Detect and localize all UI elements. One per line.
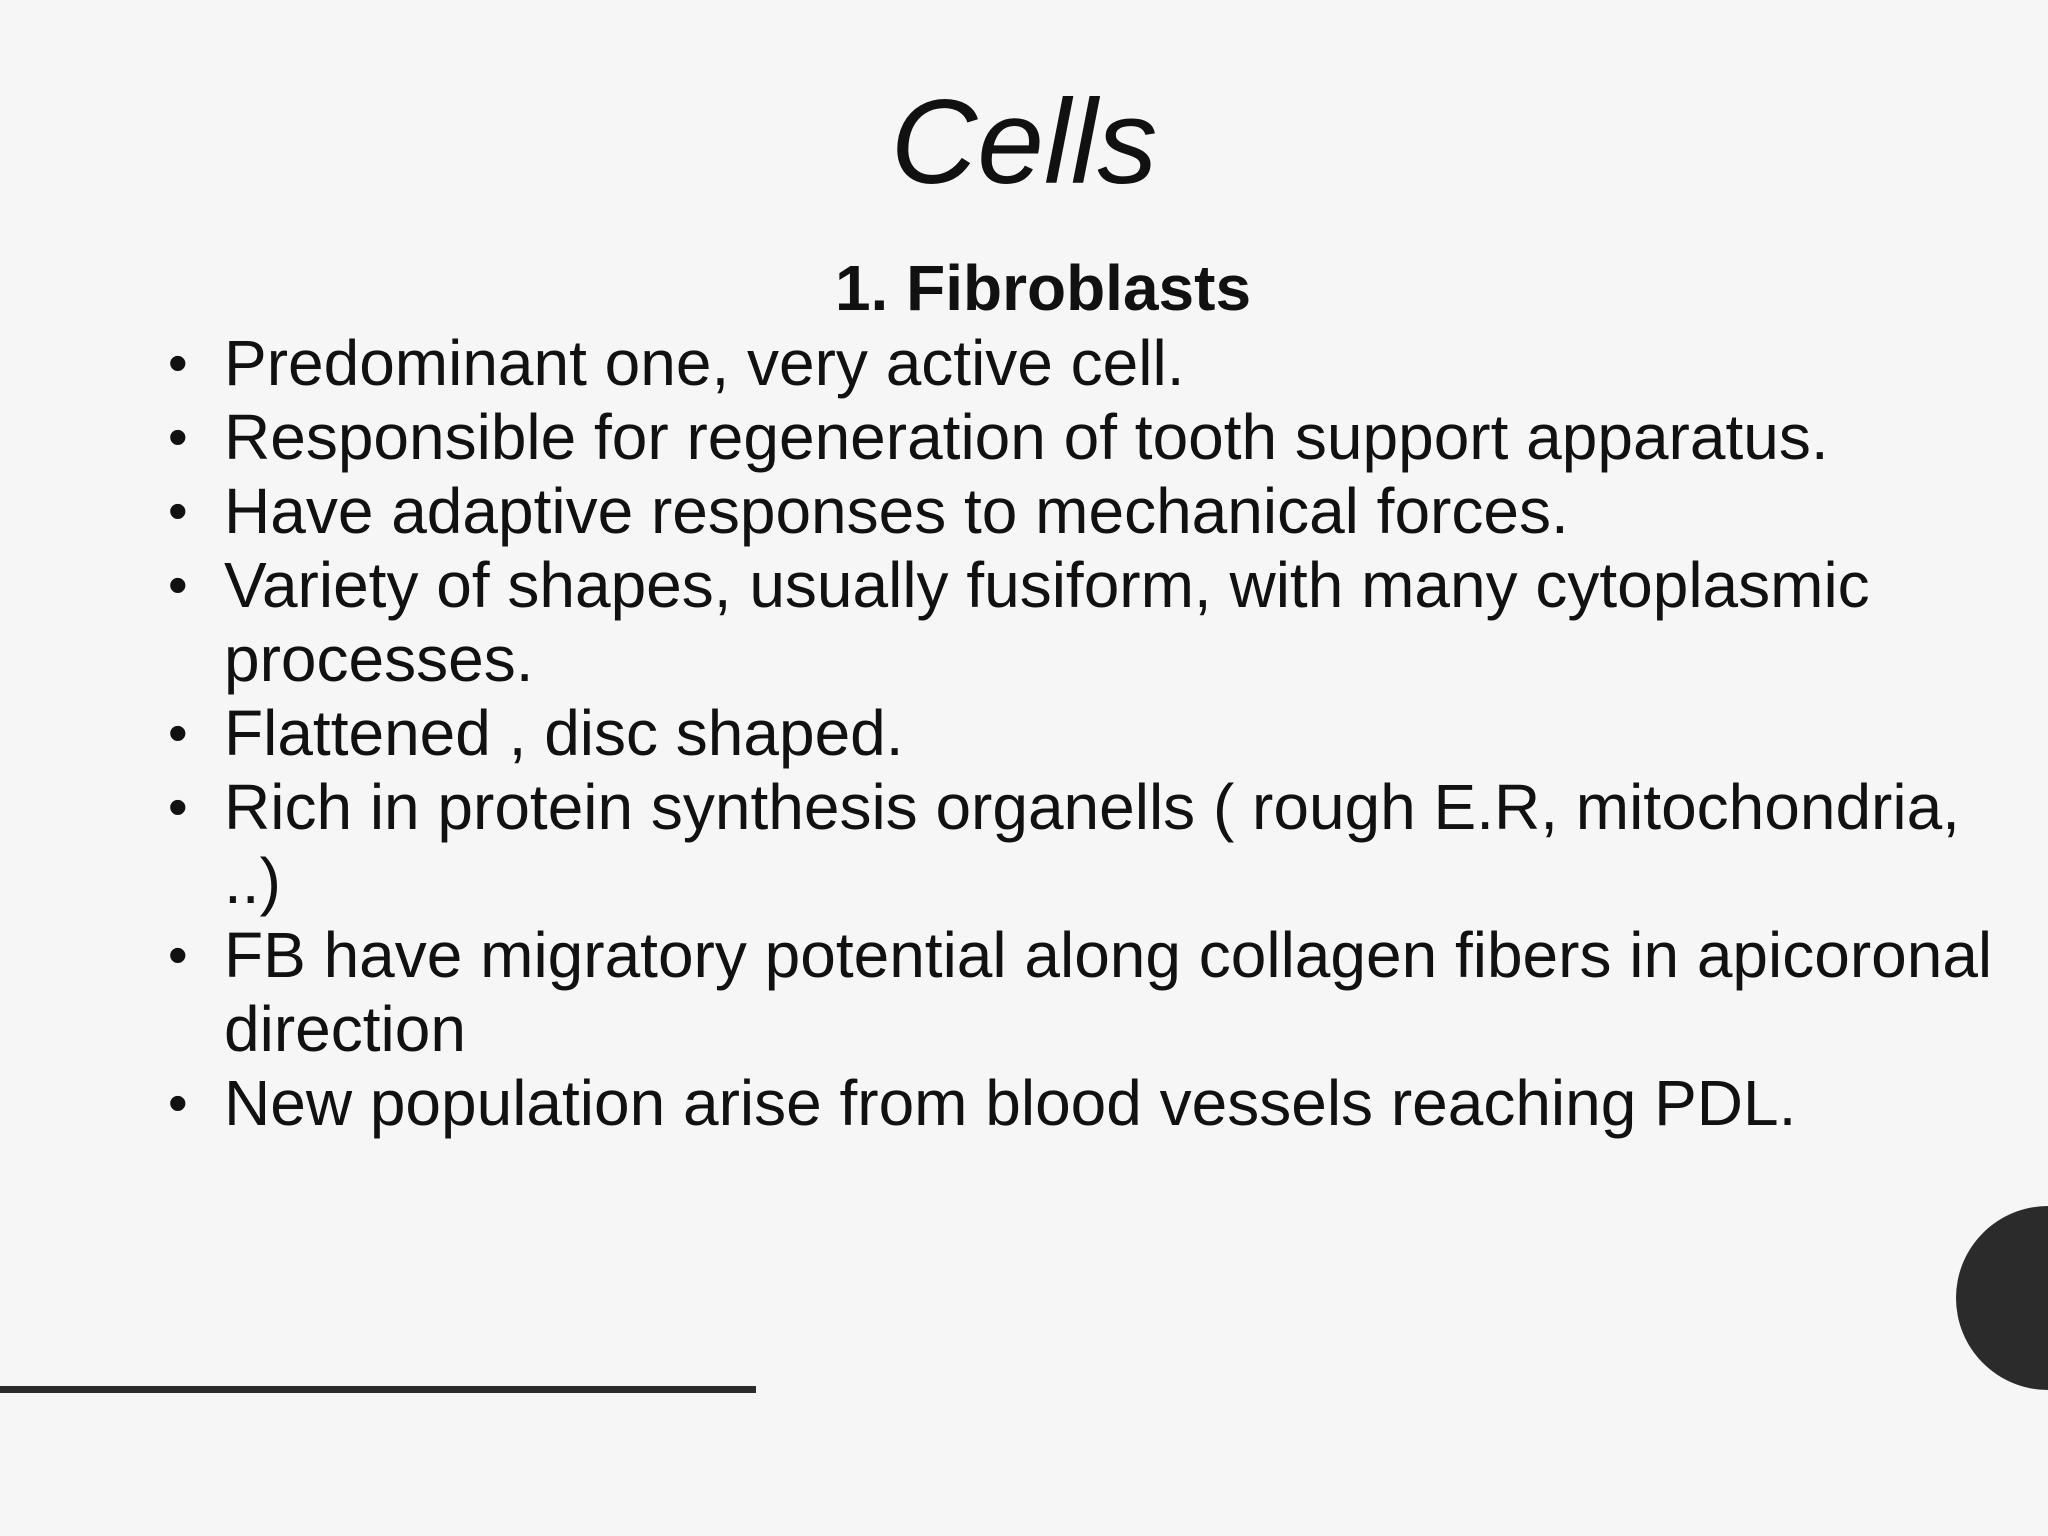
decorative-circle	[1956, 1206, 2048, 1390]
bullet-list: Predominant one, very active cell. Respo…	[168, 326, 2004, 1140]
bullet-item: Flattened , disc shaped.	[168, 696, 2004, 770]
bullet-item: New population arise from blood vessels …	[168, 1066, 2004, 1140]
bullet-item: Predominant one, very active cell.	[168, 326, 2004, 400]
decorative-rule	[0, 1386, 756, 1393]
bullet-item: FB have migratory potential along collag…	[168, 918, 2004, 1066]
bullet-item: Rich in protein synthesis organells ( ro…	[168, 770, 2004, 918]
slide-title: Cells	[890, 75, 1158, 209]
bullet-item: Have adaptive responses to mechanical fo…	[168, 474, 2004, 548]
bullet-item: Variety of shapes, usually fusiform, wit…	[168, 548, 2004, 696]
bullet-item: Responsible for regeneration of tooth su…	[168, 400, 2004, 474]
slide-subtitle: 1. Fibroblasts	[834, 252, 1252, 324]
